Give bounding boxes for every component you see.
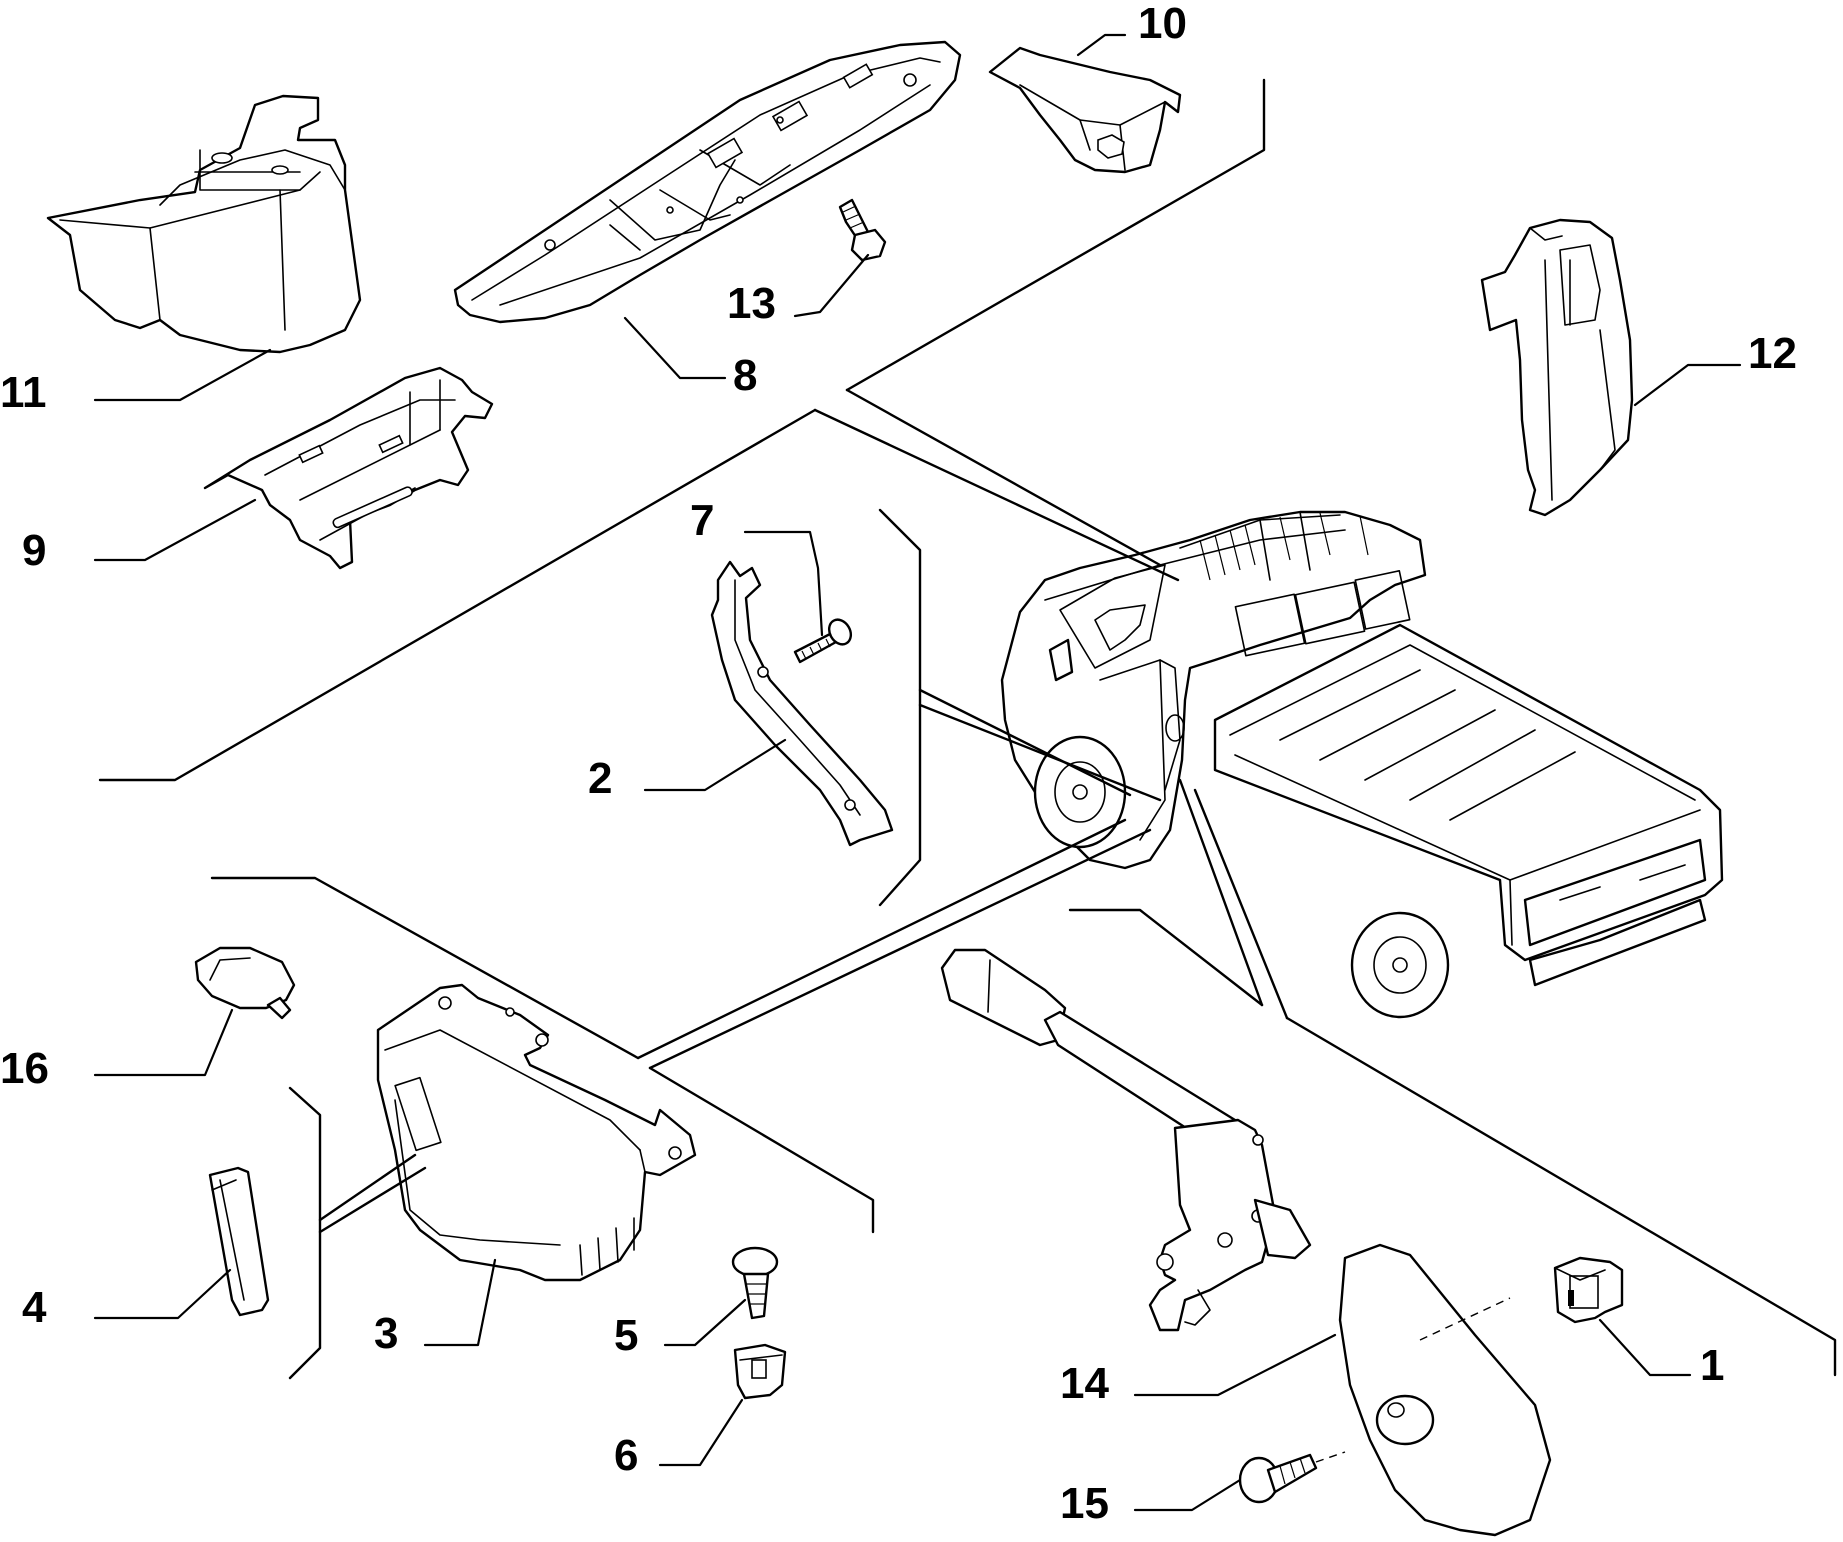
callout-6: 6 — [614, 1431, 638, 1480]
callout-12: 12 — [1748, 329, 1797, 378]
callout-4: 4 — [22, 1283, 47, 1332]
callout-5: 5 — [614, 1311, 638, 1360]
vehicle-pointers — [318, 388, 1289, 1234]
part-14-cover — [1338, 1243, 1552, 1537]
part-1-clip — [1553, 1256, 1624, 1324]
part-12-trim — [1480, 218, 1634, 517]
callout-1: 1 — [1700, 1341, 1724, 1390]
part-16-cap — [194, 946, 296, 1020]
callout-10: 10 — [1138, 0, 1187, 48]
callout-16: 16 — [0, 1044, 49, 1093]
part-6-nut — [733, 1343, 787, 1400]
part-14-lever — [940, 948, 1312, 1332]
callout-11: 11 — [0, 368, 47, 417]
part-13-bolt — [838, 198, 887, 262]
part-7-screw — [793, 618, 853, 664]
part-15-clip — [1238, 1451, 1346, 1504]
callout-labels: 11 9 10 13 8 12 7 2 16 4 3 5 6 1 14 15 — [0, 0, 1797, 1528]
part-4-strip — [208, 1166, 270, 1317]
part-3-bin — [376, 983, 697, 1282]
callout-7: 7 — [690, 496, 714, 545]
part-2-strap — [710, 560, 894, 847]
part-11-cover — [46, 94, 362, 354]
callout-3: 3 — [374, 1309, 398, 1358]
part-5-clip — [731, 1246, 779, 1320]
callout-14: 14 — [1060, 1359, 1109, 1408]
part-8-tray — [453, 40, 962, 324]
vehicle-pickup-truck — [1000, 510, 1724, 1019]
callout-8: 8 — [733, 351, 757, 400]
part-10-bracket — [988, 46, 1182, 174]
part-9-bracket — [203, 366, 494, 570]
callout-9: 9 — [22, 526, 46, 575]
callout-15: 15 — [1060, 1479, 1109, 1528]
leader-lines — [93, 33, 1742, 1512]
callout-2: 2 — [588, 754, 612, 803]
callout-13: 13 — [727, 279, 776, 328]
